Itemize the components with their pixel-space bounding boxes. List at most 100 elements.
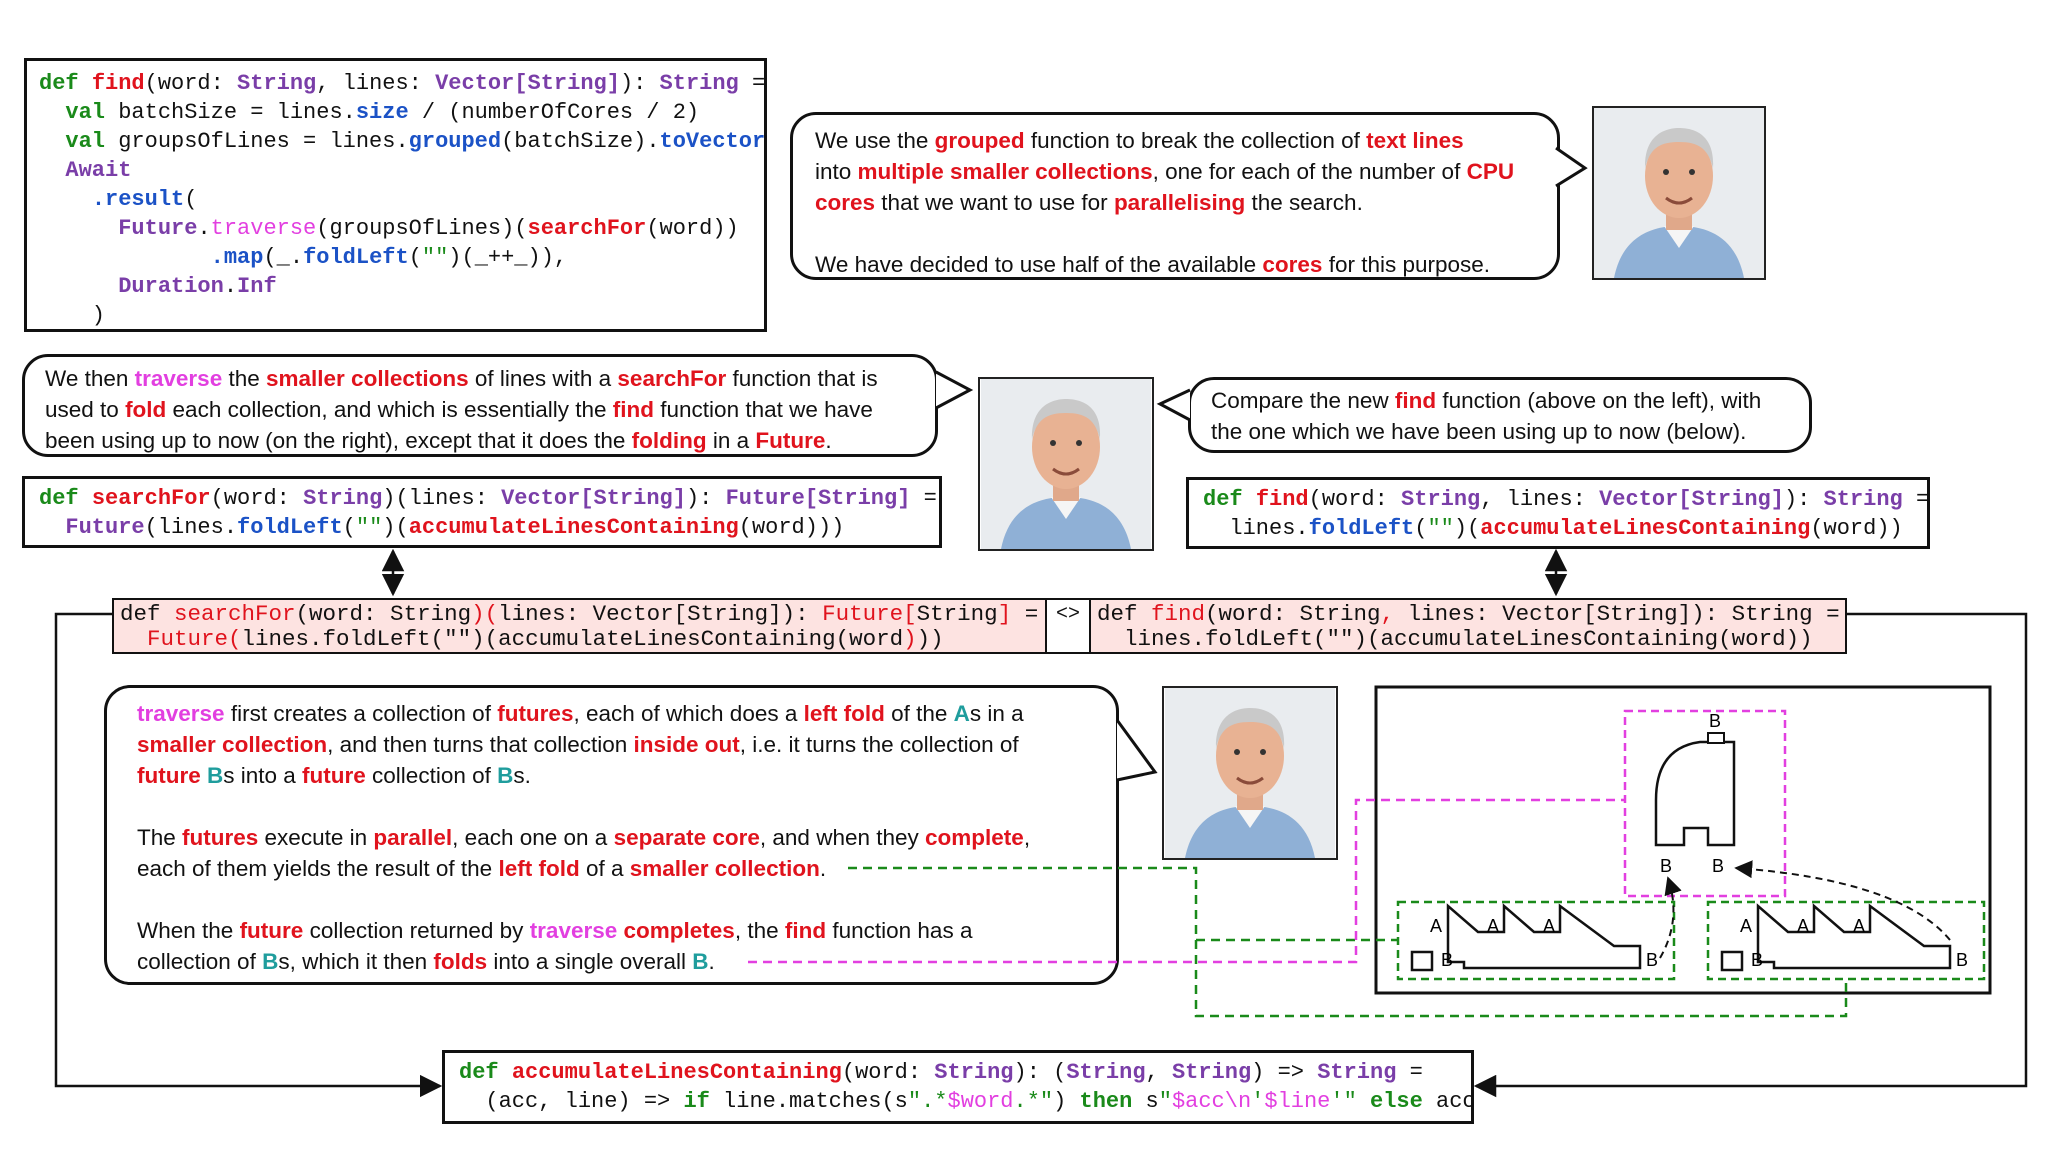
text-segment: into xyxy=(815,159,858,184)
text-segment: When the xyxy=(137,918,240,943)
text-line: Future(lines.foldLeft("")(accumulateLine… xyxy=(39,513,925,542)
text-segment: We have decided to use half of the avail… xyxy=(815,252,1263,277)
text-segment: , i.e. it turns the collection of xyxy=(739,732,1019,757)
fold-diagram-frame xyxy=(1374,685,1992,995)
text-segment: "" xyxy=(1427,516,1454,541)
text-segment: . xyxy=(825,428,832,453)
text-segment: s. xyxy=(513,763,531,788)
text-segment: accumulateLinesContaining xyxy=(408,515,739,540)
text-segment: cores xyxy=(815,190,876,215)
text-line: def find(word: String, lines: Vector[Str… xyxy=(39,69,765,98)
text-segment: String xyxy=(1317,1060,1397,1085)
text-segment: def xyxy=(39,486,92,511)
text-segment: lines. xyxy=(1203,516,1309,541)
text-segment: find xyxy=(612,397,655,422)
text-segment: (word: xyxy=(144,71,238,96)
avatar-presenter-3 xyxy=(1162,686,1338,860)
text-segment: folds xyxy=(433,949,488,974)
text-segment: String xyxy=(237,71,317,96)
text-segment: of a xyxy=(579,856,630,881)
text-segment: futures xyxy=(497,701,574,726)
avatar-presenter-2 xyxy=(978,377,1154,551)
text-segment: , and when they xyxy=(759,825,926,850)
svg-text:A: A xyxy=(1797,916,1809,936)
text-segment: else xyxy=(1370,1089,1423,1114)
text-line: lines.foldLeft("")(accumulateLinesContai… xyxy=(1203,514,1913,543)
text-line: .map(_.foldLeft("")(_++_)), xyxy=(39,243,752,272)
text-line: We use the grouped function to break the… xyxy=(815,125,1535,156)
text-segment: Future[ xyxy=(822,601,917,627)
text-segment: / (numberOfCores / 2) xyxy=(408,100,700,125)
combine-box xyxy=(1623,709,1787,898)
svg-text:B: B xyxy=(1646,950,1658,970)
text-segment: (acc, line) => xyxy=(459,1089,684,1114)
text-segment: ) xyxy=(903,626,917,652)
text-segment: We use the xyxy=(815,128,935,153)
fold-arrow-1 xyxy=(1659,876,1682,959)
text-segment: function (above on the left), with xyxy=(1436,388,1762,413)
svg-text:A: A xyxy=(1853,916,1865,936)
avatar-presenter-1 xyxy=(1592,106,1766,280)
speech-bubble-grouped: We use the grouped function to break the… xyxy=(790,112,1560,280)
text-segment xyxy=(120,626,147,652)
text-segment: B xyxy=(692,949,709,974)
text-segment: execute in xyxy=(258,825,374,850)
bubble-tail-top xyxy=(1555,146,1588,188)
text-segment: , the xyxy=(734,918,785,943)
text-segment: , each one on a xyxy=(452,825,614,850)
text-segment: def xyxy=(39,71,92,96)
text-line: into multiple smaller collections, one f… xyxy=(815,156,1535,187)
text-segment: (batchSize). xyxy=(501,129,660,154)
fold-box-2 xyxy=(1706,900,1986,981)
text-segment: size xyxy=(355,100,409,125)
text-segment: lines: Vector[String]): xyxy=(498,601,823,627)
text-line: Future(lines.foldLeft("")(accumulateLine… xyxy=(120,627,1039,652)
text-segment: been using up to now (on the right), exc… xyxy=(45,428,632,453)
text-segment: ): xyxy=(685,486,726,511)
text-segment: String xyxy=(1823,487,1903,512)
fold-box-1 xyxy=(1396,900,1676,981)
text-segment: Await xyxy=(65,158,132,183)
text-segment: separate core xyxy=(613,825,760,850)
text-segment xyxy=(39,274,118,299)
text-segment: A xyxy=(953,701,970,726)
text-line: each of them yields the result of the le… xyxy=(137,853,1086,884)
text-segment: find xyxy=(91,71,145,96)
text-segment xyxy=(137,794,143,819)
text-segment xyxy=(39,100,65,125)
text-segment: line.matches(s xyxy=(709,1089,908,1114)
text-segment: String xyxy=(659,71,739,96)
text-segment: futures xyxy=(182,825,259,850)
text-segment: foldLeft xyxy=(303,245,409,270)
speech-bubble-explanation: traverse first creates a collection of f… xyxy=(104,685,1119,985)
bubble-tail-explanation xyxy=(1115,719,1158,782)
text-segment: val xyxy=(65,100,119,125)
fold-arrow-2 xyxy=(1734,860,1951,941)
text-segment: , xyxy=(1380,601,1395,627)
text-segment: Future xyxy=(65,515,145,540)
text-line: lines.foldLeft("")(accumulateLinesContai… xyxy=(1097,627,1839,652)
text-segment: find xyxy=(1255,487,1309,512)
text-line: Compare the new find function (above on … xyxy=(1211,385,1789,416)
text-segment xyxy=(1357,1089,1370,1114)
text-segment: )( xyxy=(382,515,409,540)
text-segment: , one for each of the number of xyxy=(1152,159,1467,184)
text-segment: (_. xyxy=(263,245,304,270)
text-line: def accumulateLinesContaining(word: Stri… xyxy=(459,1058,1457,1087)
text-segment: if xyxy=(683,1089,710,1114)
text-segment: ): ( xyxy=(1013,1060,1067,1085)
text-segment: for this purpose. xyxy=(1322,252,1491,277)
text-segment: Compare the new xyxy=(1211,388,1395,413)
text-segment: ): xyxy=(619,71,660,96)
text-segment: accumulateLinesContaining xyxy=(511,1060,842,1085)
text-segment: )(lines: xyxy=(382,486,502,511)
text-line: The futures execute in parallel, each on… xyxy=(137,822,1086,853)
svg-text:B: B xyxy=(1660,856,1672,876)
code-find-grouped: def find(word: String, lines: Vector[Str… xyxy=(24,58,767,332)
text-segment: s, which it then xyxy=(278,949,434,974)
text-segment: the xyxy=(222,366,266,391)
text-segment xyxy=(39,515,65,540)
text-segment: s in a xyxy=(969,701,1024,726)
text-segment: ( xyxy=(408,245,422,270)
text-segment: (word)) xyxy=(1810,516,1903,541)
